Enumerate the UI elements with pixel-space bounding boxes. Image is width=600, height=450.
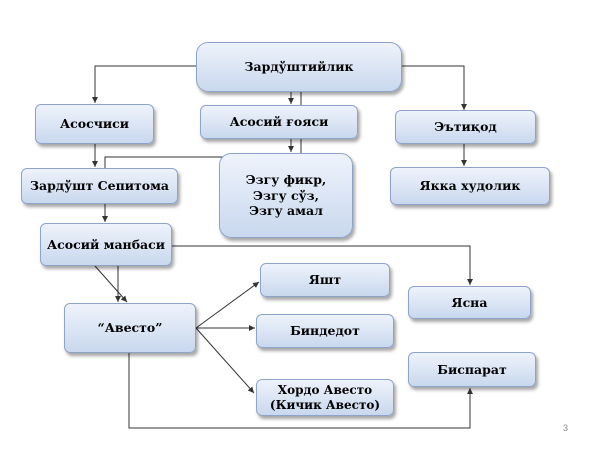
avesta-node: “Авесто”: [64, 303, 196, 353]
khordeh-avesta-node: Хордо Авесто (Кичик Авесто): [256, 379, 394, 416]
main-idea-node: Эзгу фикр, Эзгу сўз, Эзгу амал: [219, 153, 353, 238]
khordeh-avesta-line-2: (Кичик Авесто): [269, 397, 381, 412]
main-idea-label-node: Асосий ғояси: [200, 105, 358, 139]
monotheism-node: Якка худолик: [390, 167, 550, 205]
belief-label-node: Эътиқод: [395, 110, 536, 144]
visperad-node: Биспарат: [408, 352, 536, 387]
root-node-zoroastrianism: Зардўштийлик: [196, 42, 402, 92]
khordeh-avesta-line-1: Хордо Авесто: [277, 382, 373, 397]
founder-label-node: Асосчиси: [35, 104, 154, 144]
main-idea-line-1: Эзгу фикр,: [245, 172, 327, 188]
page-number: 3: [562, 423, 568, 433]
main-idea-line-3: Эзгу амал: [249, 203, 323, 219]
founder-name-node: Зардўшт Сепитома: [21, 168, 178, 204]
vendidad-node: Биндедот: [256, 314, 394, 348]
main-source-node: Асосий манбаси: [40, 223, 172, 266]
yasna-node: Ясна: [408, 286, 531, 319]
main-idea-line-2: Эзгу сўз,: [253, 187, 319, 203]
yasht-node: Яшт: [260, 263, 390, 297]
